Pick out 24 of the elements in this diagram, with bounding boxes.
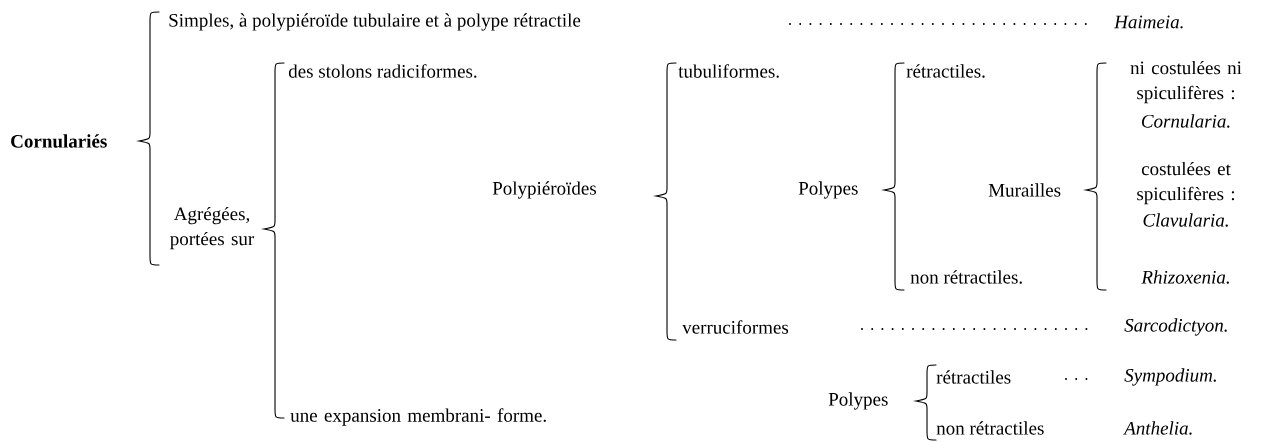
taxon-label: tubuliformes. <box>678 64 779 78</box>
genus-name: Sympodium. <box>1124 368 1216 386</box>
genus-name: Cornularia. <box>1141 114 1230 128</box>
taxon-label: Polypes <box>798 181 858 199</box>
genus-name: Rhizoxenia. <box>1141 270 1229 284</box>
taxon-label: Polypiéroïdes <box>492 181 597 199</box>
genus-name: Anthelia. <box>1123 421 1192 435</box>
taxon-label: des stolons radiciformes. <box>288 64 477 78</box>
taxon-label: rétractiles. <box>906 64 985 78</box>
group-name: Cornulariés <box>11 134 107 148</box>
taxon-label: une expansion membrani- forme. <box>290 408 546 426</box>
taxon-label: rétractiles <box>936 370 1011 384</box>
taxon-label: ni costulées ni spiculifères : <box>1130 60 1242 104</box>
taxon-label: costulées et spiculifères : <box>1137 161 1235 205</box>
taxon-label: non rétractiles <box>936 421 1044 435</box>
taxon-label: Murailles <box>988 183 1061 197</box>
genus-name: Sarcodictyon. <box>1124 318 1227 336</box>
taxon-label: non rétractiles. <box>910 270 1022 284</box>
genus-name: Clavularia. <box>1143 213 1228 227</box>
taxon-label: Agrégées, portées sur <box>170 206 255 250</box>
taxon-label: verruciformes <box>682 320 789 334</box>
taxon-label: Polypes <box>828 392 888 410</box>
taxon-label: Simples, à polypiéroïde tubulaire et à polype rétractile <box>169 13 581 31</box>
genus-name: Haimeia. <box>1114 15 1183 29</box>
